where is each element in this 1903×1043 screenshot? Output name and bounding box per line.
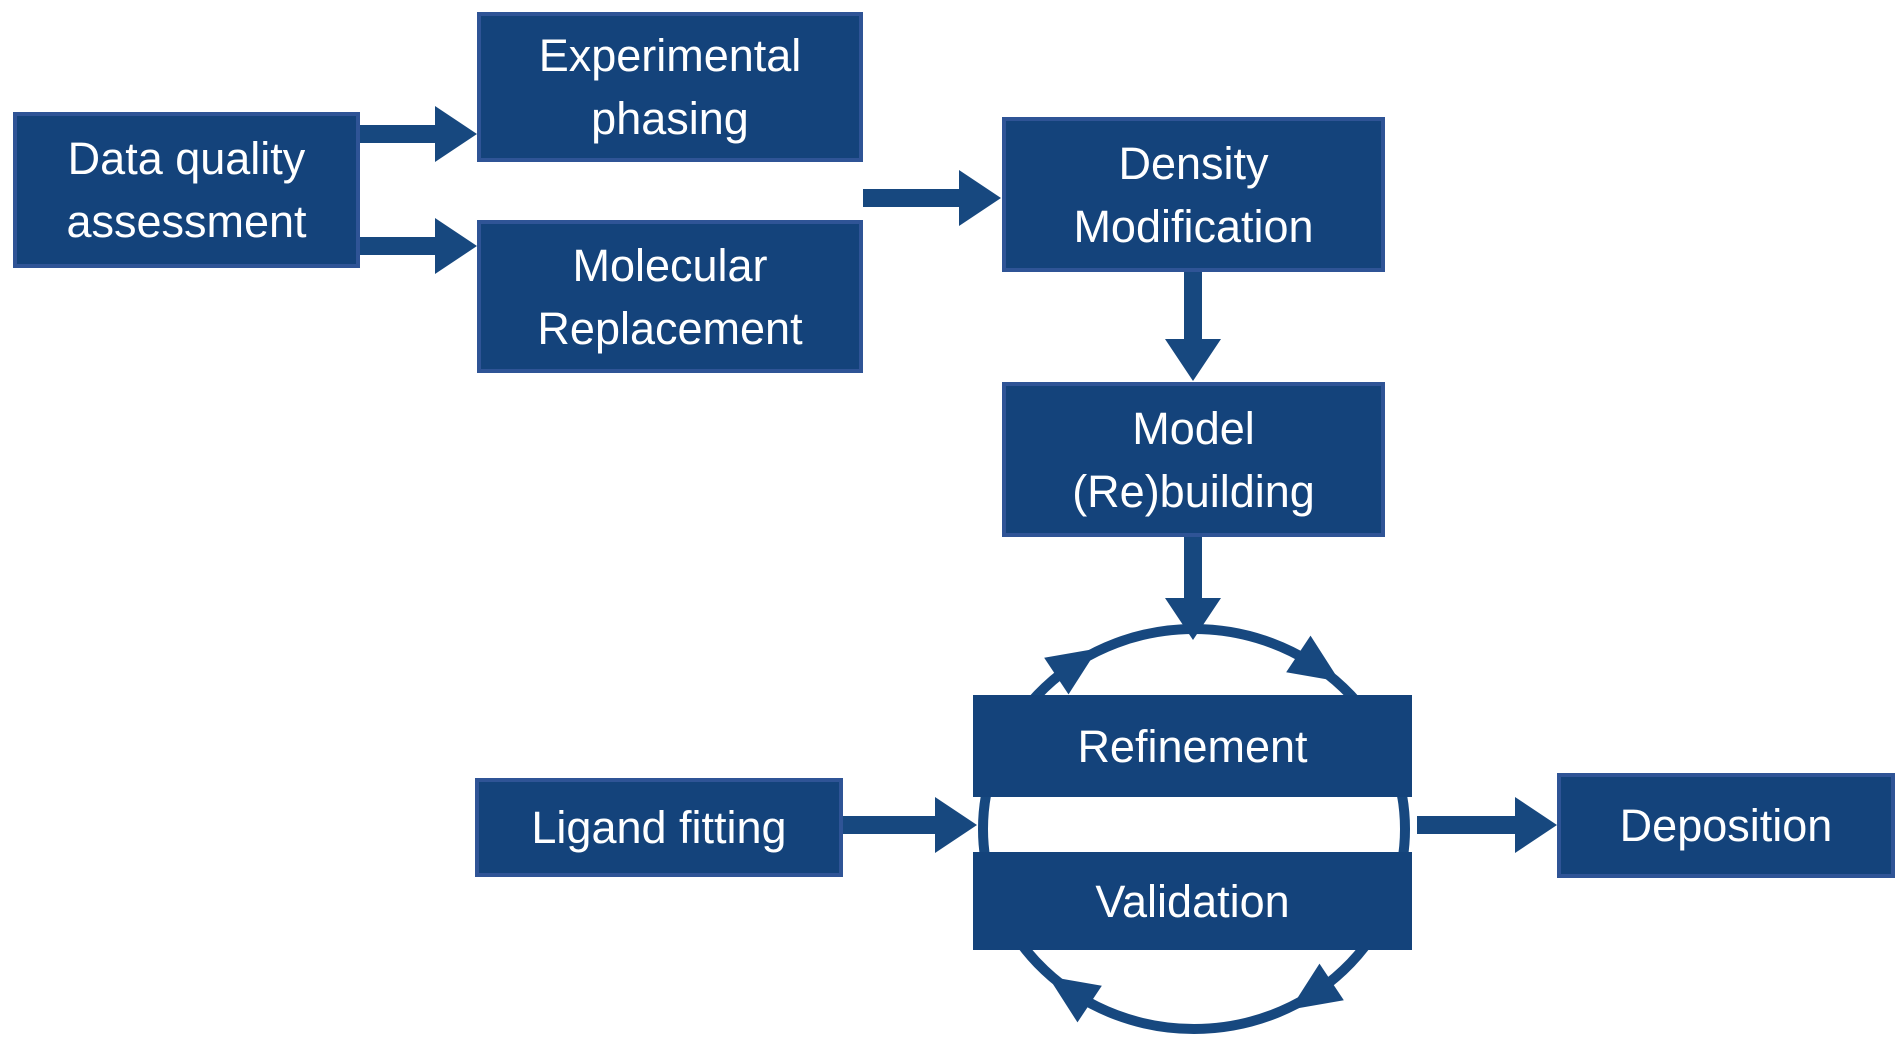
node-refinement-label: Refinement bbox=[1077, 720, 1308, 772]
node-molecular-replacement: Molecular Replacement bbox=[477, 220, 863, 373]
node-deposition: Deposition bbox=[1557, 773, 1895, 878]
cycle-arrowhead-top-left bbox=[1044, 648, 1098, 695]
node-ligand-fitting-label: Ligand fitting bbox=[531, 802, 787, 853]
node-model-rebuilding-label: Model (Re)building bbox=[1072, 402, 1315, 517]
node-data-quality-assessment: Data quality assessment bbox=[13, 112, 360, 268]
cycle-arrowhead-bottom-right bbox=[1290, 963, 1344, 1010]
node-model-rebuilding: Model (Re)building bbox=[1002, 382, 1385, 537]
arrow-ligand-fitting-to-cycle bbox=[843, 797, 977, 853]
arrow-cycle-to-deposition bbox=[1417, 797, 1557, 853]
cycle-ring bbox=[978, 624, 1410, 1034]
node-density-modification-label: Density Modification bbox=[1073, 137, 1314, 252]
node-density-modification: Density Modification bbox=[1002, 117, 1385, 272]
arrow-model-rebuilding-to-cycle bbox=[1165, 537, 1221, 640]
node-data-quality-assessment-label: Data quality assessment bbox=[66, 133, 307, 247]
arrow-data-quality-to-molecular-replacement bbox=[360, 218, 477, 274]
cycle-arrowhead-bottom-left bbox=[1048, 976, 1102, 1023]
node-validation: Validation bbox=[973, 852, 1412, 950]
node-ligand-fitting: Ligand fitting bbox=[475, 778, 843, 877]
node-validation-label: Validation bbox=[1095, 875, 1290, 927]
arrow-density-modification-to-model-rebuilding bbox=[1165, 272, 1221, 381]
arrow-data-quality-to-experimental-phasing bbox=[360, 106, 477, 162]
node-experimental-phasing-label: Experimental phasing bbox=[538, 30, 802, 144]
node-experimental-phasing: Experimental phasing bbox=[477, 12, 863, 162]
node-deposition-label: Deposition bbox=[1619, 800, 1833, 851]
node-molecular-replacement-label: Molecular Replacement bbox=[537, 239, 803, 354]
node-refinement: Refinement bbox=[973, 695, 1412, 797]
arrow-phasing-to-density-modification bbox=[863, 170, 1001, 226]
cycle-arrowhead-top-right bbox=[1286, 635, 1340, 682]
